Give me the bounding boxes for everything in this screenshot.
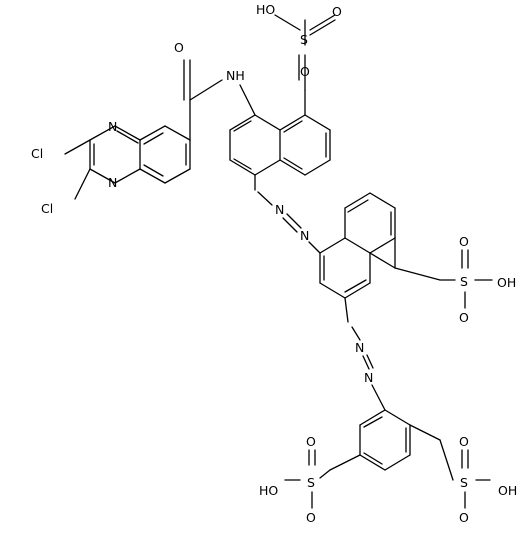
atom-s-bottom-left: S	[307, 475, 315, 490]
atom-o-amide: O	[174, 40, 184, 55]
atom-nh: NH	[226, 68, 245, 83]
atom-oh-right: OH	[497, 275, 516, 290]
atom-o-right-b: O	[459, 310, 469, 325]
atom-o-bottom-left-b: O	[306, 510, 316, 525]
atom-oh-bottom-right: OH	[498, 483, 517, 498]
atom-n-quinoxaline-1: N	[108, 119, 117, 134]
atom-s-bottom-right: S	[460, 475, 468, 490]
atom-o-top-b: O	[300, 64, 310, 79]
atom-n-azo2-b: N	[364, 370, 373, 385]
atom-n-azo1-b: N	[300, 228, 309, 243]
atom-s-top: S	[300, 32, 308, 47]
atom-cl-1: Cl	[31, 146, 43, 161]
atom-labels: O NH HO S O O N N Cl Cl N N S O O OH N N…	[31, 2, 517, 525]
atom-o-bottom-right-b: O	[459, 510, 469, 525]
atom-s-right: S	[460, 274, 468, 289]
atom-n-azo2-a: N	[355, 340, 364, 355]
atom-o-top-a: O	[332, 4, 342, 19]
atom-o-bottom-left-a: O	[306, 434, 316, 449]
bonds	[64, 14, 493, 509]
atom-n-azo1-a: N	[275, 202, 284, 217]
atom-n-quinoxaline-2: N	[108, 175, 117, 190]
atom-o-bottom-right-a: O	[459, 434, 469, 449]
atom-ho-bottom-left: HO	[259, 483, 278, 498]
atom-o-right-a: O	[459, 234, 469, 249]
atom-cl-2: Cl	[41, 201, 53, 216]
atom-ho-top: HO	[256, 2, 275, 17]
